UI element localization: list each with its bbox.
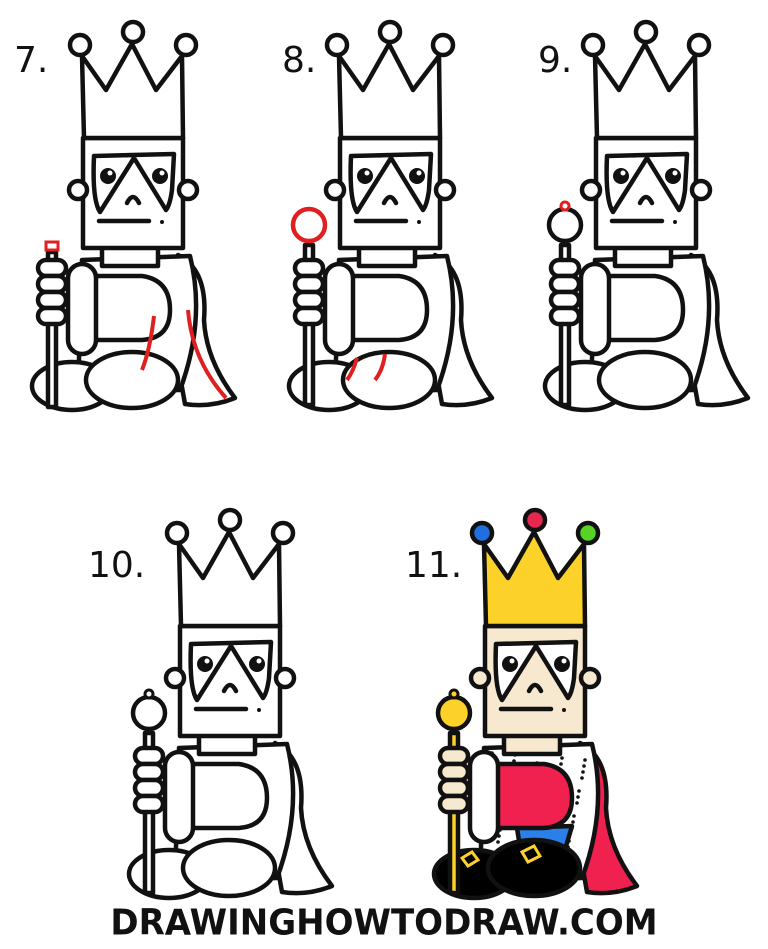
king-drawing-step-7 — [29, 19, 238, 413]
sleeve — [578, 261, 612, 357]
step-number: 11. — [405, 545, 463, 586]
crown — [79, 41, 186, 141]
arm — [588, 273, 686, 343]
crown — [176, 529, 283, 629]
crown — [481, 529, 588, 629]
king-drawing-step-10 — [126, 507, 335, 901]
sleeve — [322, 261, 356, 357]
arm — [477, 761, 575, 831]
step-number: 9. — [538, 40, 573, 81]
crown — [336, 41, 443, 141]
step-number: 10. — [88, 545, 146, 586]
arm — [172, 761, 270, 831]
arm — [332, 273, 430, 343]
king-drawing-step-11-colored — [431, 507, 640, 901]
sleeve — [65, 261, 99, 357]
step-number: 8. — [282, 40, 317, 81]
king-drawing-step-9 — [542, 19, 751, 413]
site-watermark: DRAWINGHOWTODRAW.COM — [110, 902, 658, 944]
king-drawing-step-8 — [286, 19, 495, 413]
step-number: 7. — [14, 40, 49, 81]
crown — [592, 41, 699, 141]
sleeve — [162, 749, 196, 845]
arm — [75, 273, 173, 343]
sleeve — [467, 749, 501, 845]
